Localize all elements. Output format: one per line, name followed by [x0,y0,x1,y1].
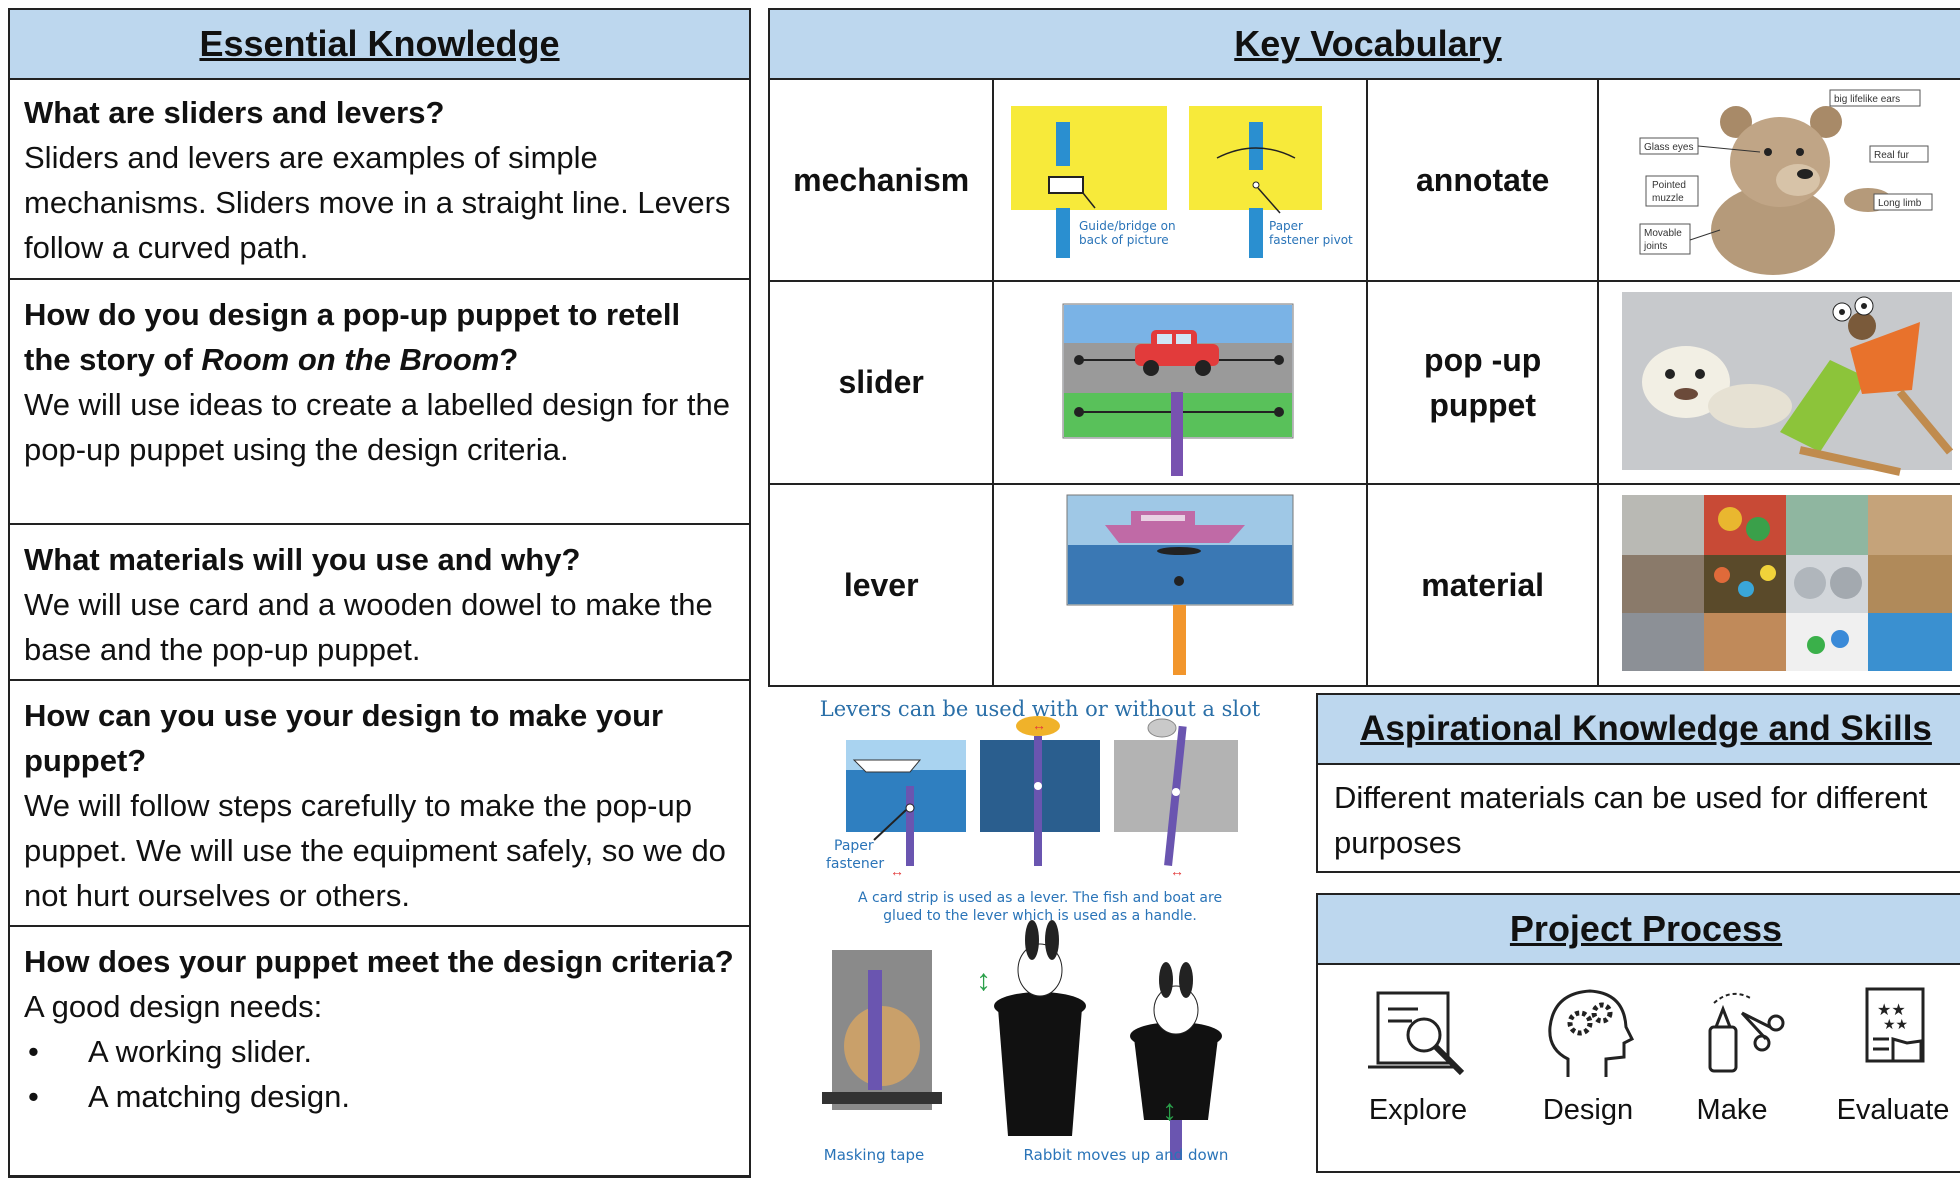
project-process-title: Project Process [1509,908,1783,949]
slider-diagram [1062,303,1294,476]
ek-section-criteria: How does your puppet meet the design cri… [8,927,751,1177]
process-step-make: Make [1662,983,1802,1127]
ek-bullet: •A working slider. [24,1029,735,1074]
essential-knowledge-title: Essential Knowledge [199,23,560,64]
vocab-word: slider [767,280,995,485]
ek-answer: We will use ideas to create a labelled d… [24,387,730,467]
ek-section-make: How can you use your design to make your… [8,681,751,927]
label-paper: Paper [834,838,874,854]
mechanism-diagram: Guide/bridge on back of picture Paper fa… [1011,106,1353,258]
vocab-word: material [1366,483,1600,687]
annotate-image: big lifelike ears Glass eyes Real fur Po… [1597,78,1960,282]
levers-illustration: Levers can be used with or without a slo… [820,697,1261,1164]
evaluate-checklist-icon: ★★ ★★ [1865,987,1925,1063]
vocab-row: mechanism Guide/bridge on back of pictur… [767,78,1960,282]
label-masking-tape: Masking tape [824,1146,924,1164]
mechanism-label-pivot: Paper [1269,219,1303,233]
project-process-header: Project Process [1316,893,1960,965]
ek-section-sliders-levers: What are sliders and levers? Sliders and… [8,78,751,280]
pop-up-puppet-image [1597,280,1960,485]
aspirational-title: Aspirational Knowledge and Skills [1360,709,1932,748]
ek-question: How can you use your design to make your… [24,698,664,778]
materials-collage [1622,495,1952,671]
process-step-design: Design [1518,983,1658,1127]
process-step-explore: Explore [1348,983,1488,1127]
svg-text:★★: ★★ [1877,1002,1906,1019]
vocab-word: annotate [1366,78,1600,282]
mechanism-image: Guide/bridge on back of picture Paper fa… [992,78,1369,282]
arrow-left-right-icon: ↔ [1032,717,1046,733]
process-step-label: Make [1696,1094,1768,1126]
bear-label-fur: Real fur [1874,150,1910,161]
ek-question-mark: ? [499,342,519,377]
bear-label-eyes: Glass eyes [1644,142,1693,153]
process-step-evaluate: ★★ ★★ Evaluate [1818,983,1960,1127]
svg-text:★★: ★★ [1883,1016,1908,1032]
bear-label-joints: joints [1643,241,1667,252]
ek-question-text: How do you design a pop-up puppet to ret… [24,297,681,377]
lever-diagram-boat [1066,494,1294,675]
ek-answer: We will use card and a wooden dowel to m… [24,587,713,667]
ek-answer: A good design needs: [24,989,323,1024]
label-rabbit-moves: Rabbit moves up and down [1024,1146,1229,1164]
project-process-body: Explore Design Make ★★ ★★ Eval [1316,963,1960,1173]
label-fastener: fastener [826,856,884,872]
teddy-bear-annotated: big lifelike ears Glass eyes Real fur Po… [1639,89,1933,275]
bear-label-joints: Movable [1644,228,1682,239]
explore-icon [1368,991,1465,1076]
slider-image [992,280,1369,485]
ek-question: What are sliders and levers? [24,95,445,130]
arrow-up-down-icon: ↕ [976,964,991,997]
material-image [1597,483,1960,687]
vocabulary-table: mechanism Guide/bridge on back of pictur… [767,78,1960,687]
ek-answer: We will follow steps carefully to make t… [24,788,726,913]
ek-bullet: •A matching design. [24,1074,735,1119]
key-vocabulary-header: Key Vocabulary [768,8,1960,80]
ek-section-design: How do you design a pop-up puppet to ret… [8,280,751,525]
ek-bullet-text: A matching design. [88,1079,350,1114]
lever-image [992,483,1369,687]
ek-bullet-text: A working slider. [88,1034,312,1069]
ek-answer: Sliders and levers are examples of simpl… [24,140,731,265]
design-head-gears-icon [1548,989,1635,1077]
aspirational-header: Aspirational Knowledge and Skills [1316,693,1960,765]
vocab-row: slider pop -up puppet [767,280,1960,485]
ek-question: How do you design a pop-up puppet to ret… [24,292,735,382]
make-glue-scissors-icon [1708,992,1785,1073]
arrow-left-right-icon: ↔ [890,863,904,879]
levers-caption-line2: glued to the lever which is used as a ha… [883,908,1197,924]
bear-label-limb: Long limb [1878,198,1922,209]
puppet-photo [1622,292,1954,476]
bear-label-muzzle: muzzle [1652,193,1684,204]
levers-caption-line1: A card strip is used as a lever. The fis… [858,890,1222,906]
vocab-row: lever material [767,483,1960,687]
essential-knowledge-header: Essential Knowledge [8,8,751,80]
process-step-label: Explore [1368,1094,1468,1126]
mechanism-label-guide: Guide/bridge on [1079,219,1176,233]
ek-question: How does your puppet meet the design cri… [24,944,734,979]
vocab-word: pop -up puppet [1366,280,1600,485]
vocab-word: mechanism [767,78,995,282]
vocab-word: lever [767,483,995,687]
mechanism-label-pivot: fastener pivot [1269,233,1353,247]
aspirational-body: Different materials can be used for diff… [1316,765,1960,873]
arrow-left-right-icon: ↔ [1170,863,1184,879]
bear-label-muzzle: Pointed [1652,180,1686,191]
mechanism-label-guide: back of picture [1079,233,1169,247]
arrow-up-down-icon: ↕ [1162,1094,1177,1127]
process-step-label: Design [1542,1094,1634,1126]
ek-question: What materials will you use and why? [24,542,581,577]
process-step-label: Evaluate [1836,1094,1950,1126]
ek-book-title: Room on the Broom [201,342,500,377]
ek-section-materials: What materials will you use and why? We … [8,525,751,681]
key-vocabulary-title: Key Vocabulary [1234,23,1502,64]
bear-label-ears: big lifelike ears [1834,94,1900,105]
